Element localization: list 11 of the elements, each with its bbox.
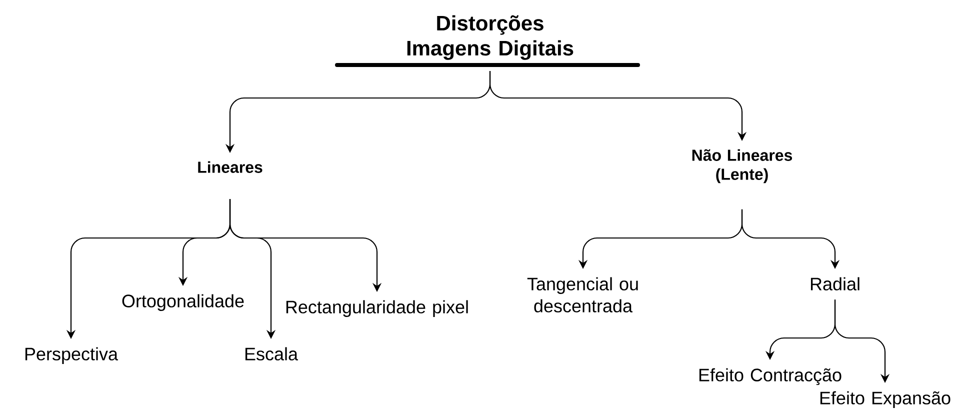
category-label: Lineares	[198, 161, 262, 173]
leaf-label: Perspectiva	[25, 347, 118, 364]
leaf-label: Tangencial ou descentrada	[527, 277, 638, 312]
title-text: Distorções Imagens Digitais	[407, 15, 574, 60]
leaf-label: Efeito Expansão	[820, 391, 950, 408]
category-label: Não Lineares (Lente)	[692, 149, 792, 184]
leaf-label: Rectangularidade pixel	[286, 300, 468, 317]
leaf-label: Ortogonalidade	[122, 294, 244, 311]
leaf-label: Radial	[810, 277, 860, 290]
leaf-label: Escala	[245, 347, 298, 360]
leaf-label: Efeito Contracção	[699, 368, 842, 386]
